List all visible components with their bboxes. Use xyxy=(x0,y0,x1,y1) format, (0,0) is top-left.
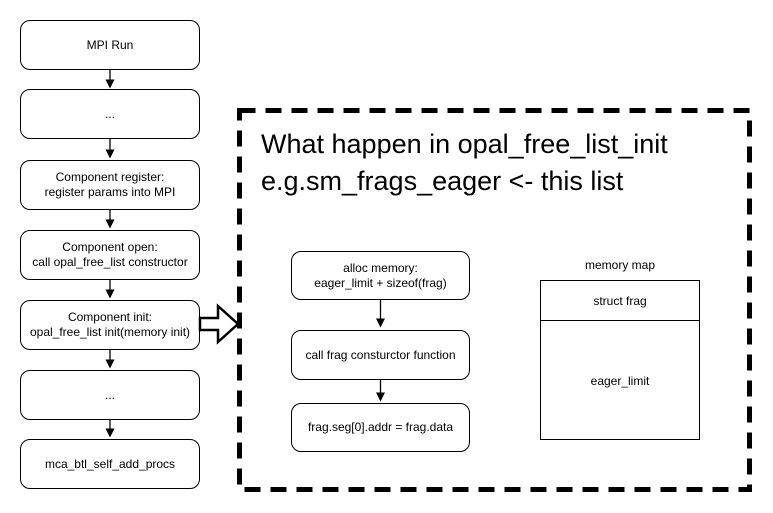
detail-panel-title: What happen in opal_free_list_init e.g.s… xyxy=(261,129,668,196)
detail-node-frag-seg-addr: frag.seg[0].addr = frag.data xyxy=(291,403,470,452)
flow-node-component-init: Component init: opal_free_list init(memo… xyxy=(20,300,200,350)
flow-node-ellipsis-2: ... xyxy=(20,370,200,420)
flow-node-component-register: Component register: register params into… xyxy=(20,160,200,210)
memory-map-label: memory map xyxy=(584,258,655,272)
memory-map: struct frag eager_limit xyxy=(540,280,700,440)
flow-node-mca-btl-self-add-procs: mca_btl_self_add_procs xyxy=(20,439,200,489)
memory-map-region-eager-limit: eager_limit xyxy=(590,373,650,388)
detail-node-call-constructor: call frag consturctor function xyxy=(291,330,470,380)
memory-map-region-struct-frag: struct frag xyxy=(541,281,699,321)
flow-node-component-open: Component open: call opal_free_list cons… xyxy=(20,230,200,280)
flow-node-mpi-run: MPI Run xyxy=(20,20,200,70)
detail-node-alloc-memory: alloc memory: eager_limit + sizeof(frag) xyxy=(291,251,470,300)
flow-node-ellipsis-1: ... xyxy=(20,89,200,139)
big-right-arrow-icon xyxy=(198,303,240,345)
